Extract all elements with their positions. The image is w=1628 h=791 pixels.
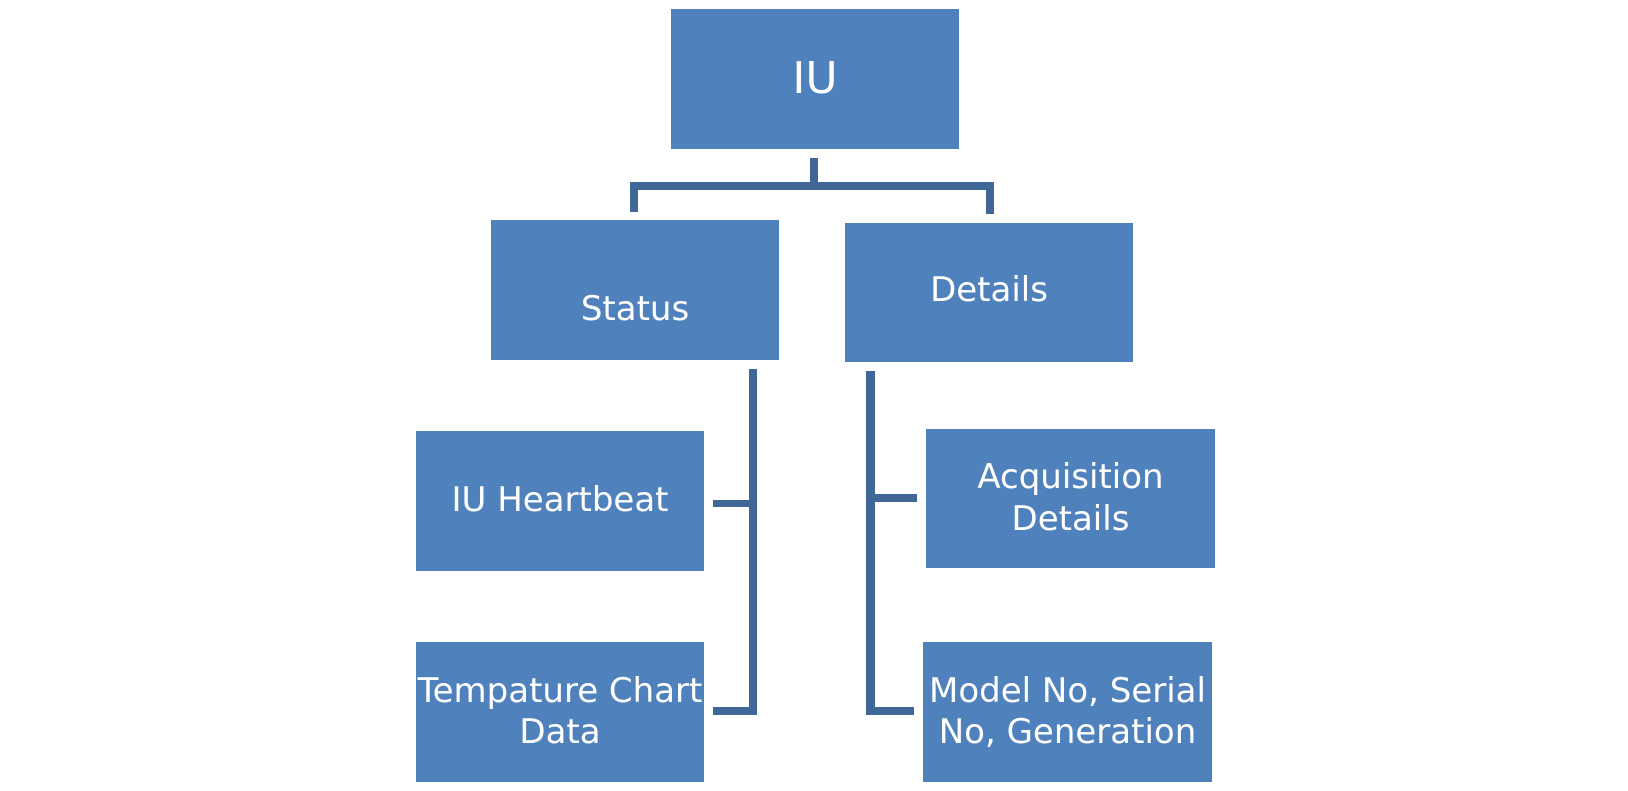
connector-model-tick (866, 707, 914, 715)
connector-temp-tick (713, 707, 757, 715)
connector-root-stem (810, 158, 818, 190)
node-tempature-label-line1: Tempature Chart (417, 670, 703, 711)
node-details: Details (845, 223, 1133, 362)
node-acquisition-label-line1: Acquisition (977, 457, 1164, 498)
node-root: IU (671, 9, 959, 149)
node-tempature-chart-data: Tempature Chart Data (416, 642, 704, 782)
connector-details-spine (866, 371, 875, 715)
connector-acquisition-tick (870, 494, 917, 502)
node-iu-heartbeat-label: IU Heartbeat (451, 480, 669, 521)
connector-status-spine (749, 369, 757, 715)
node-model-label-line1: Model No, Serial (929, 670, 1206, 711)
connector-heartbeat-tick (713, 500, 753, 507)
node-details-label: Details (930, 269, 1048, 310)
node-model-label-line2: No, Generation (938, 712, 1197, 752)
connector-details-drop (986, 182, 994, 214)
node-acquisition-label-line2: Details (1011, 498, 1130, 539)
node-model-serial-generation: Model No, Serial No, Generation (923, 642, 1212, 782)
connector-root-bar (630, 182, 994, 190)
node-root-label: IU (792, 53, 838, 105)
node-status: Status (491, 220, 779, 360)
node-tempature-label-line2: Data (519, 712, 601, 752)
node-acquisition-details: Acquisition Details (926, 429, 1215, 568)
connector-status-drop (630, 182, 638, 212)
node-status-label: Status (580, 288, 690, 329)
node-iu-heartbeat: IU Heartbeat (416, 431, 704, 571)
